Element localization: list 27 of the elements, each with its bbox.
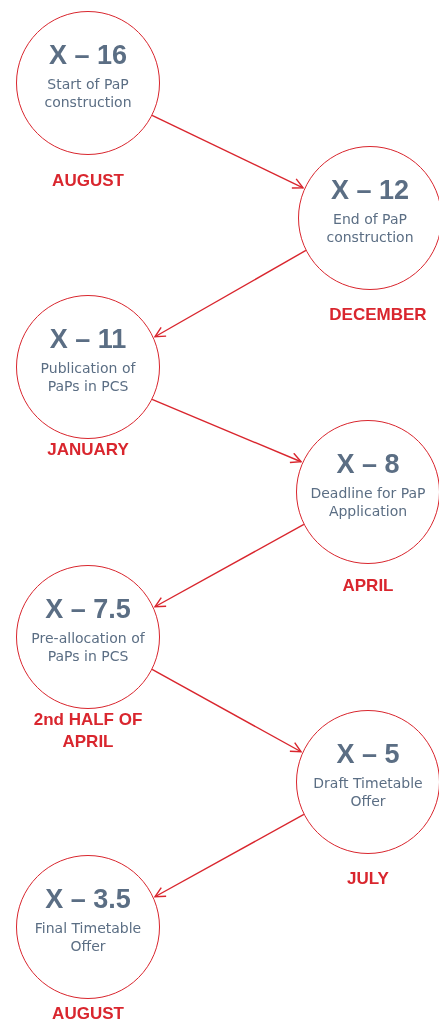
arrow (154, 249, 307, 338)
milestone-description: Deadline for PaP Application (309, 485, 427, 521)
arrow (154, 523, 305, 608)
milestone-description: End of PaP construction (325, 211, 415, 247)
month-label: AUGUST (51, 170, 125, 192)
milestone-code: X – 16 (48, 40, 128, 71)
month-label: 2nd HALF OF APRIL (32, 709, 144, 754)
milestone-code: X – 3.5 (45, 884, 131, 915)
milestone-code: X – 7.5 (45, 594, 131, 625)
month-label: DECEMBER (328, 304, 428, 326)
milestone-code: X – 11 (49, 324, 127, 355)
arrow (151, 668, 302, 753)
milestone-description: Pre-allocation of PaPs in PCS (30, 630, 146, 666)
month-label: JANUARY (46, 439, 130, 461)
milestone-description: Start of PaP construction (43, 76, 133, 112)
arrow (151, 114, 304, 189)
milestone-code: X – 5 (336, 739, 400, 770)
month-label: APRIL (341, 575, 395, 597)
arrow (154, 813, 305, 898)
milestone-code: X – 8 (336, 449, 400, 480)
milestone-code: X – 12 (330, 175, 410, 206)
milestone-description: Draft Timetable Offer (312, 775, 424, 811)
month-label: JULY (346, 868, 390, 890)
milestone-description: Publication of PaPs in PCS (39, 360, 137, 396)
milestone-description: Final Timetable Offer (33, 920, 143, 956)
month-label: AUGUST (51, 1003, 125, 1025)
arrow (151, 398, 302, 464)
